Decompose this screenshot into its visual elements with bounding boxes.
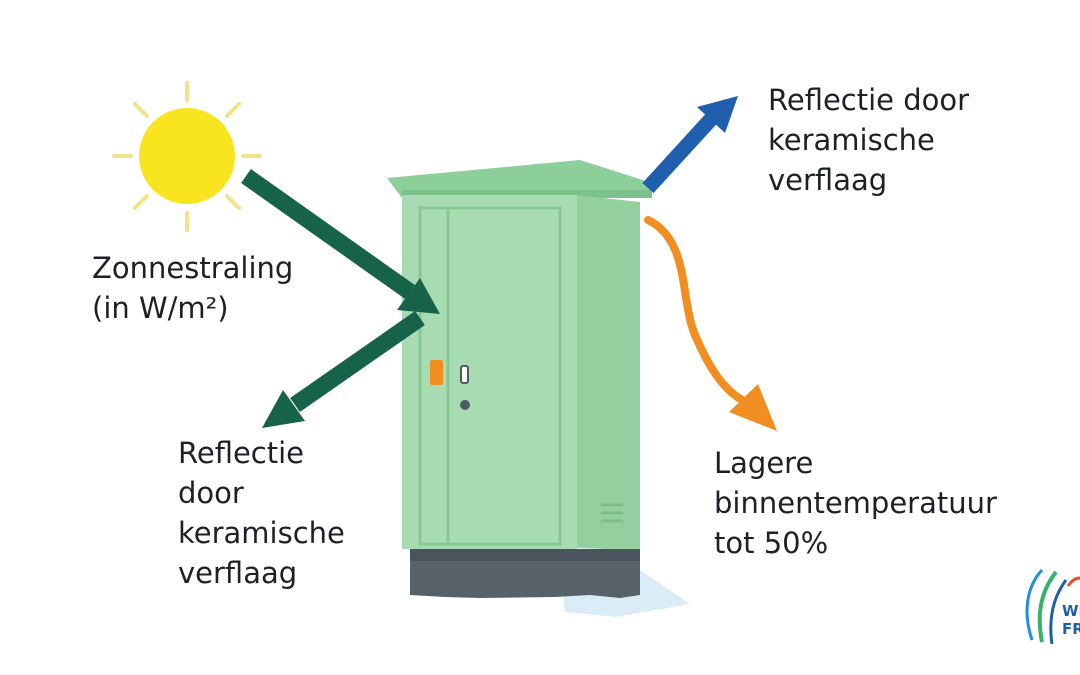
reflection-bottom-label-line-2: door: [178, 476, 244, 510]
sun-radiation-label-line-2: (in W/m²): [92, 291, 229, 325]
logo-text-line-2: FR: [1062, 620, 1080, 638]
heat-arrow: [644, 216, 777, 431]
reflection-arrow-bottom: [262, 311, 425, 428]
cabinet-icon: [387, 160, 652, 598]
logo-text-line-1: WE: [1062, 602, 1080, 620]
temperature-label-line-1: Lagere: [714, 446, 814, 480]
reflection-bottom-label: Reflectie door keramische verflaag: [178, 433, 345, 593]
incoming-radiation-arrow: [241, 169, 440, 314]
reflection-top-label-line-2: keramische: [768, 123, 935, 157]
temperature-label-line-2: binnentemperatuur: [714, 486, 997, 520]
reflection-arrow-top: [642, 96, 738, 194]
sun-icon: [112, 81, 262, 232]
reflection-top-label-line-3: verflaag: [768, 163, 888, 197]
reflection-bottom-label-line-4: verflaag: [178, 556, 298, 590]
reflection-top-label-line-1: Reflectie door: [768, 83, 970, 117]
temperature-label-line-3: tot 50%: [714, 526, 829, 560]
sun-radiation-label: Zonnestraling (in W/m²): [92, 248, 293, 328]
reflection-top-label: Reflectie door keramische verflaag: [768, 80, 969, 200]
reflection-bottom-label-line-1: Reflectie: [178, 436, 305, 470]
sun-radiation-label-line-1: Zonnestraling: [92, 251, 294, 285]
logo-graphic: [1025, 568, 1080, 645]
temperature-label: Lagere binnentemperatuur tot 50%: [714, 443, 997, 563]
reflection-bottom-label-line-3: keramische: [178, 516, 345, 550]
company-logo: WE FR: [1020, 562, 1080, 642]
